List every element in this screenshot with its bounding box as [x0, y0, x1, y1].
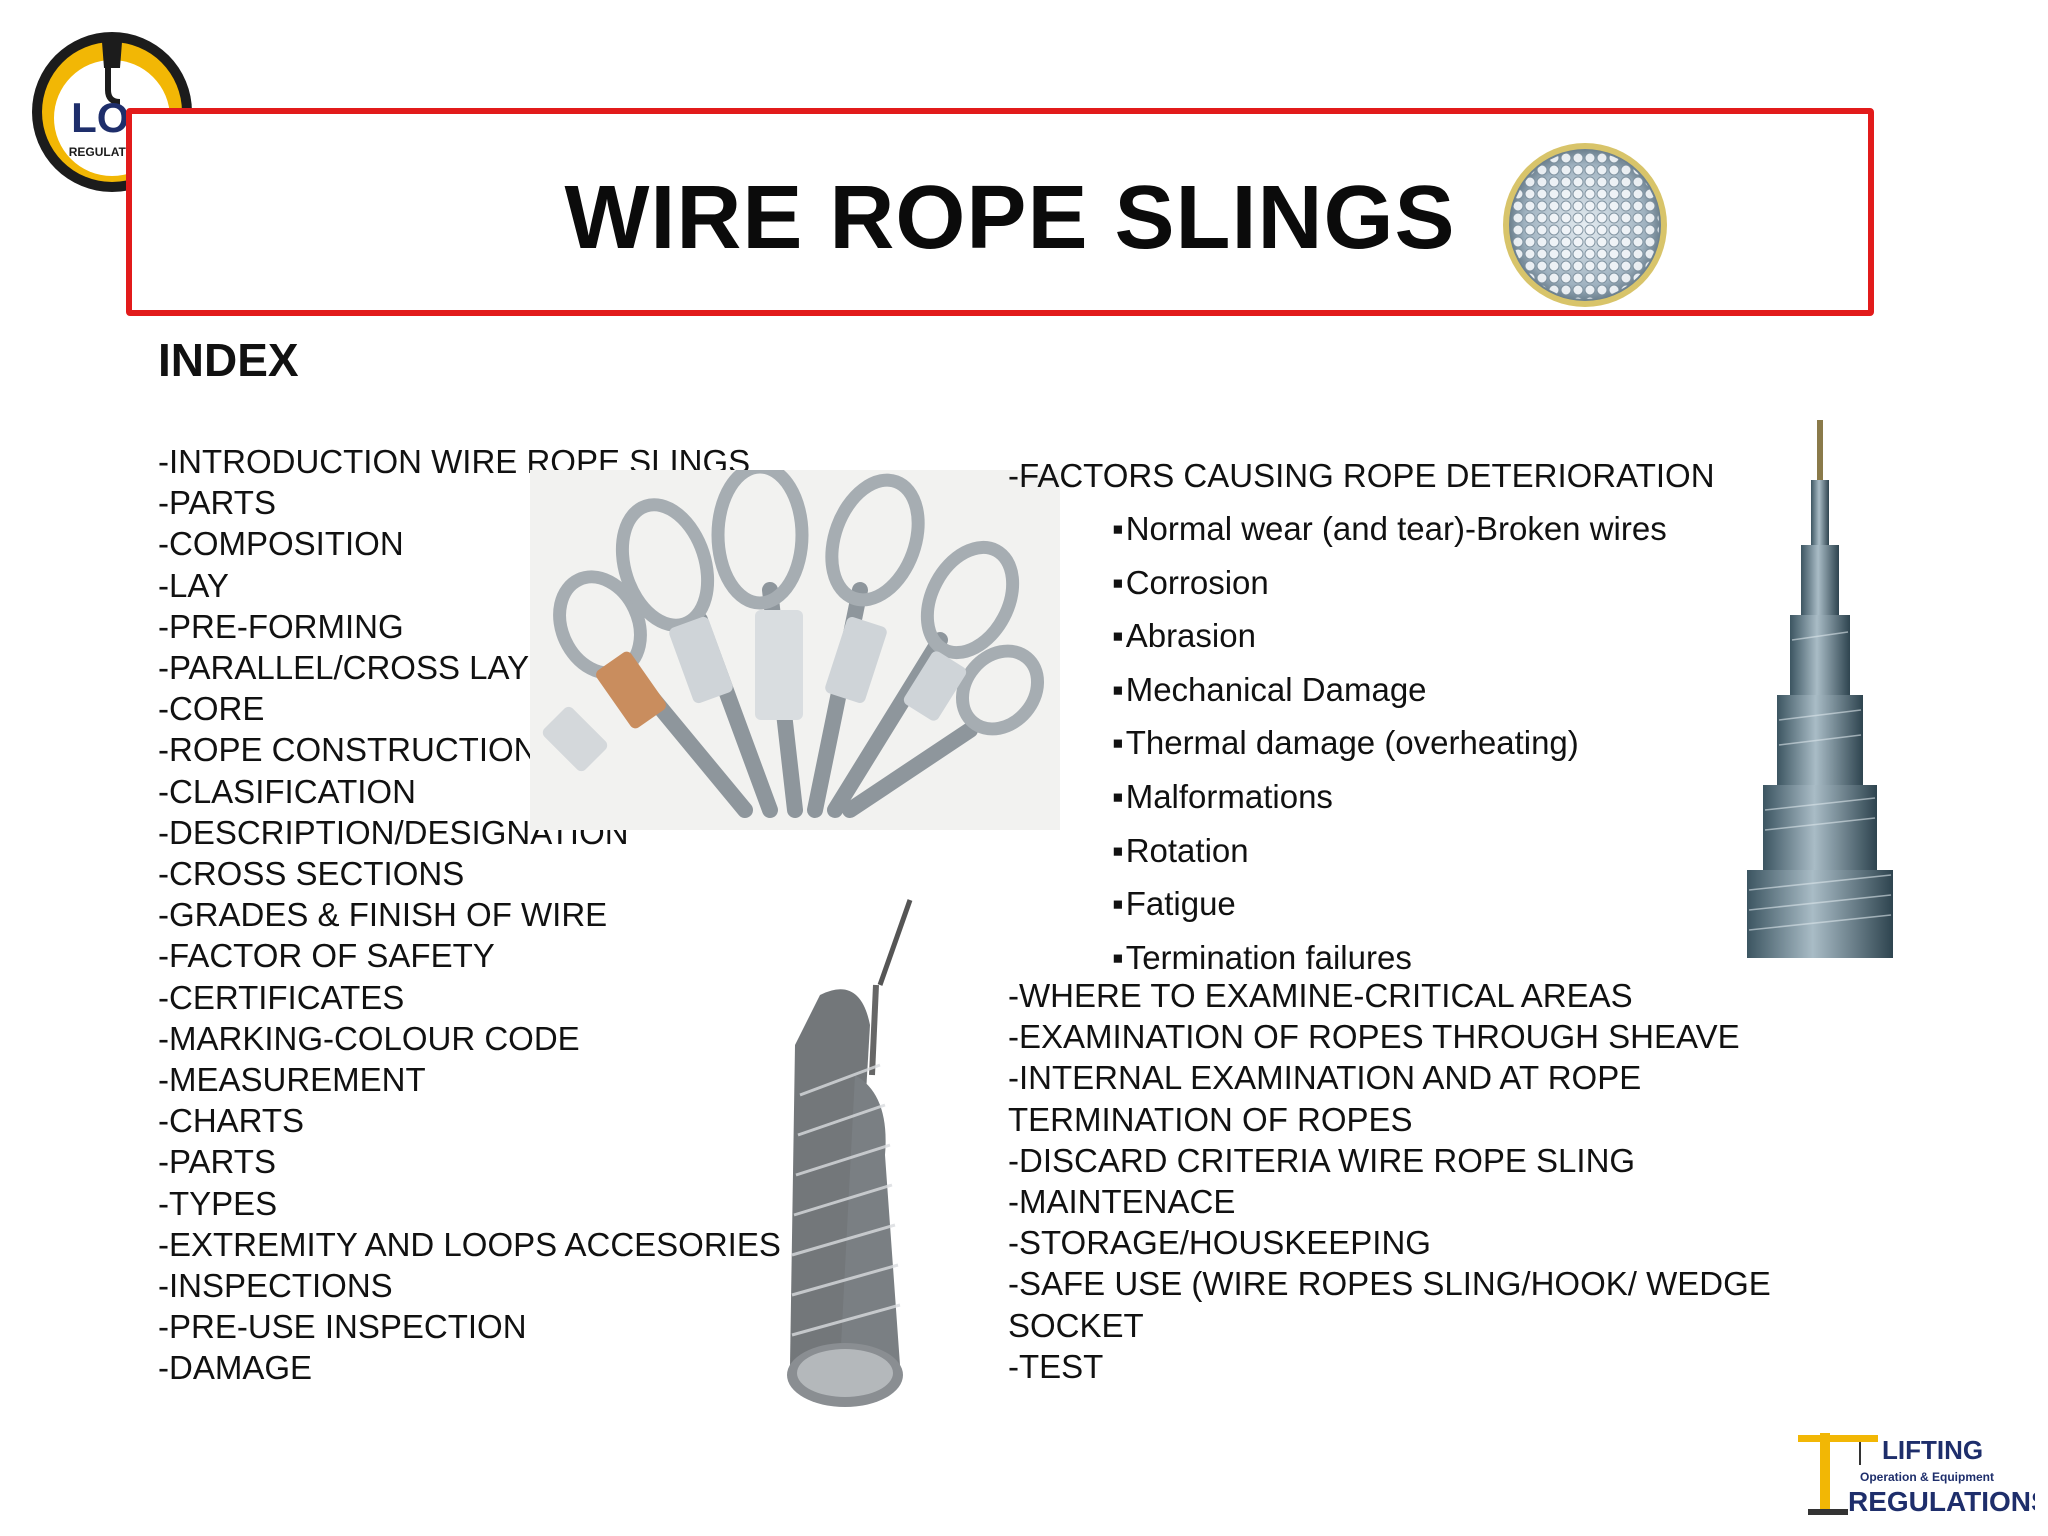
list-item: -TYPES [158, 1184, 278, 1222]
list-item: TERMINATION OF ROPES [1008, 1100, 1413, 1138]
lifting-regulations-logo: LIFTING Operation & Equipment REGULATION… [1798, 1433, 2035, 1517]
list-item: -DISCARD CRITERIA WIRE ROPE SLING [1008, 1141, 1636, 1179]
list-item: -INSPECTIONS [158, 1267, 393, 1305]
list-item: -ROPE CONSTRUCTION [158, 731, 538, 769]
list-item: -COMPOSITION [158, 525, 404, 563]
list-item: -FACTOR OF SAFETY [158, 937, 495, 975]
list-item: -STORAGE/HOUSKEEPING [1008, 1224, 1431, 1262]
crane-hook-icon [102, 42, 122, 68]
footer-logo-line2: Operation & Equipment [1860, 1470, 1994, 1484]
list-item: Rotation [1112, 824, 1667, 878]
list-item: Malformations [1112, 770, 1667, 824]
list-item: -INTERNAL EXAMINATION AND AT ROPE [1008, 1059, 1642, 1097]
list-item: -CORE [158, 690, 265, 728]
list-item: -TEST [1008, 1347, 1104, 1385]
list-item: -PRE-USE INSPECTION [158, 1308, 527, 1346]
list-item: Mechanical Damage [1112, 663, 1667, 717]
footer-logo-line3: REGULATIONS [1848, 1486, 2035, 1517]
wire-rope-slings-image [530, 470, 1060, 830]
list-item: -PARALLEL/CROSS LAY [158, 649, 530, 687]
footer-logo-line1: LIFTING [1882, 1435, 1983, 1465]
list-item: Thermal damage (overheating) [1112, 716, 1667, 770]
list-item: -MARKING-COLOUR CODE [158, 1019, 580, 1057]
list-item: Corrosion [1112, 556, 1667, 610]
list-item: -LAY [158, 566, 229, 604]
crane-icon [1798, 1433, 1878, 1515]
list-item: -PRE-FORMING [158, 607, 404, 645]
list-item: -MEASUREMENT [158, 1061, 426, 1099]
page-title: WIRE ROPE SLINGS [564, 168, 1456, 268]
list-item: SOCKET [1008, 1306, 1144, 1344]
list-item: -CLASIFICATION [158, 772, 416, 810]
factors-heading: -FACTORS CAUSING ROPE DETERIORATION [1008, 457, 1715, 494]
list-item: -CROSS SECTIONS [158, 855, 465, 893]
list-item: -GRADES & FINISH OF WIRE [158, 896, 608, 934]
list-item: Fatigue [1112, 877, 1667, 931]
index-list-right: -WHERE TO EXAMINE-CRITICAL AREAS -EXAMIN… [1008, 975, 1771, 1387]
list-item: -CHARTS [158, 1102, 305, 1140]
list-item: Termination failures [1112, 931, 1667, 985]
list-item: -EXTREMITY AND LOOPS ACCESORIES [158, 1225, 781, 1263]
rope-cross-section-image [1503, 143, 1667, 307]
list-item: Normal wear (and tear)-Broken wires [1112, 502, 1667, 556]
list-item: -DAMAGE [158, 1349, 313, 1387]
list-item: -EXAMINATION OF ROPES THROUGH SHEAVE [1008, 1018, 1740, 1056]
rope-layers-image [1747, 420, 1893, 958]
list-item: -SAFE USE (WIRE ROPES SLING/HOOK/ WEDGE [1008, 1265, 1771, 1303]
list-item: -MAINTENACE [1008, 1183, 1236, 1221]
list-item: Abrasion [1112, 609, 1667, 663]
list-item: -PARTS [158, 1143, 276, 1181]
list-item: -PARTS [158, 484, 276, 522]
list-item: -WHERE TO EXAMINE-CRITICAL AREAS [1008, 977, 1633, 1014]
index-heading: INDEX [158, 334, 299, 386]
deterioration-factors-list: Normal wear (and tear)-Broken wires Corr… [1112, 502, 1667, 984]
list-item: -CERTIFICATES [158, 978, 405, 1016]
wire-strand-image [780, 895, 950, 1425]
